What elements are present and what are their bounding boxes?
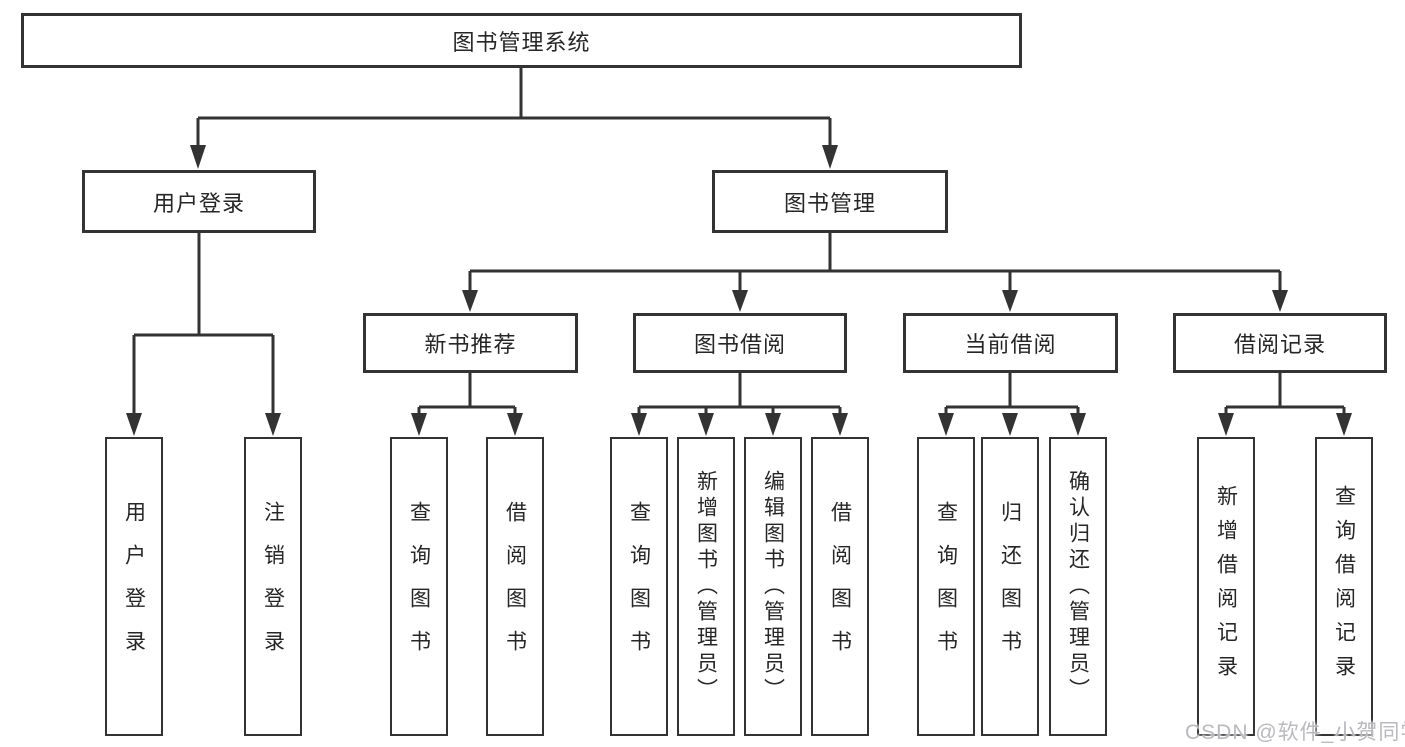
leaf-add-books-admin: 新增图书（管理员）	[677, 437, 735, 736]
node-label: 用户登录	[152, 190, 245, 216]
leaf-label: 查询图书	[934, 500, 958, 673]
node-book-management: 图书管理	[712, 170, 948, 233]
csdn-watermark: CSDN @软件_小贺同学	[1185, 721, 1405, 744]
leaf-logout: 注销登录	[244, 437, 302, 736]
node-label: 图书管理系统	[452, 29, 591, 55]
node-library-management-system: 图书管理系统	[21, 13, 1022, 68]
node-label: 借阅记录	[1233, 332, 1326, 357]
leaf-label: 注销登录	[261, 500, 285, 673]
node-borrow-records: 借阅记录	[1173, 313, 1387, 373]
leaf-query-books-recommend: 查询图书	[390, 437, 448, 736]
node-label: 图书借阅	[693, 332, 786, 357]
node-label: 新书推荐	[424, 332, 517, 357]
leaf-label: 编辑图书（管理员）	[761, 469, 785, 704]
node-book-borrow: 图书借阅	[633, 313, 847, 373]
leaf-borrow-books-recommend: 借阅图书	[486, 437, 544, 736]
leaf-confirm-return-admin: 确认归还（管理员）	[1049, 437, 1107, 736]
leaf-query-books-current: 查询图书	[917, 437, 975, 736]
leaf-label: 查询图书	[627, 500, 651, 673]
leaf-label: 借阅图书	[503, 500, 527, 673]
node-new-book-recommend: 新书推荐	[363, 313, 578, 373]
leaf-label: 查询图书	[407, 500, 431, 673]
node-user-login: 用户登录	[82, 170, 316, 233]
leaf-add-borrow-record: 新增借阅记录	[1197, 437, 1255, 736]
leaf-label: 借阅图书	[828, 500, 852, 673]
leaf-label: 新增借阅记录	[1214, 484, 1238, 689]
node-label: 当前借阅	[964, 332, 1057, 357]
leaf-borrow-books: 借阅图书	[811, 437, 869, 736]
node-current-borrow: 当前借阅	[903, 313, 1118, 373]
leaf-query-books-borrow: 查询图书	[610, 437, 668, 736]
leaf-label: 用户登录	[122, 500, 146, 673]
leaf-edit-books-admin: 编辑图书（管理员）	[744, 437, 802, 736]
leaf-label: 归还图书	[998, 500, 1022, 673]
leaf-return-books: 归还图书	[981, 437, 1039, 736]
leaf-query-borrow-record: 查询借阅记录	[1315, 437, 1373, 736]
leaf-label: 确认归还（管理员）	[1066, 469, 1090, 704]
leaf-user-login: 用户登录	[105, 437, 163, 736]
leaf-label: 查询借阅记录	[1332, 484, 1356, 689]
leaf-label: 新增图书（管理员）	[694, 469, 718, 704]
node-label: 图书管理	[783, 190, 876, 216]
